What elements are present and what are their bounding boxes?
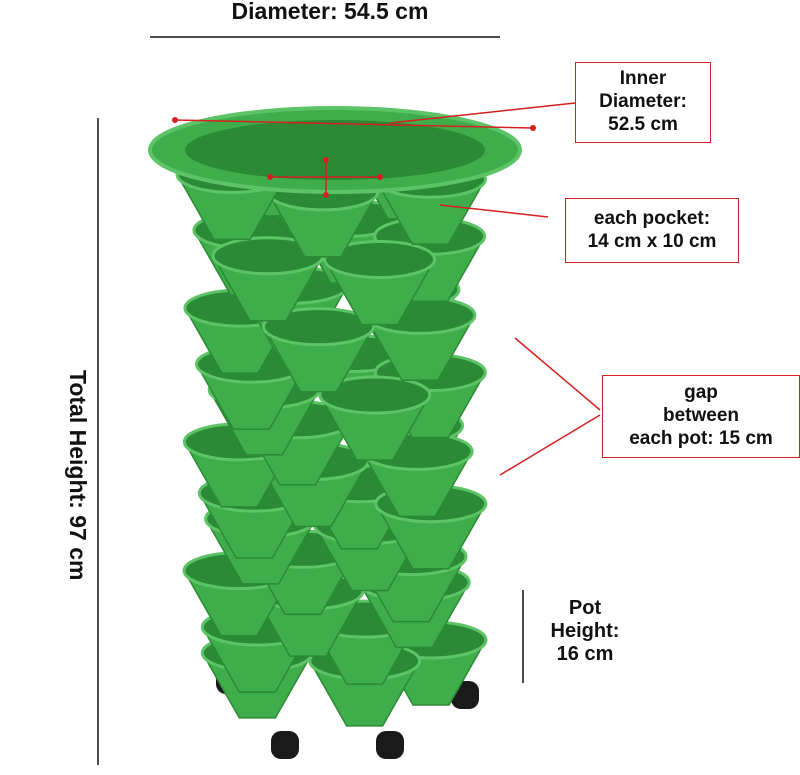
pot-height-line1: Pot <box>568 597 602 619</box>
annotation-dot <box>377 174 383 180</box>
pot-height-value: 16 cm <box>556 643 614 665</box>
pocket-opening <box>318 375 432 415</box>
annotation-dot <box>323 192 329 198</box>
pot-height-label: Pot Height: 16 cm <box>530 597 640 666</box>
inner-diameter-line1: Inner <box>619 68 667 90</box>
annotation-dot <box>323 157 329 163</box>
diameter-label: Diameter: 54.5 cm <box>231 0 429 24</box>
annotation-leader-line <box>499 414 601 476</box>
pot-height-line2: Height: <box>550 620 620 642</box>
total-height-label: Total Height: 97 cm <box>65 370 92 581</box>
pocket-opening <box>323 239 437 279</box>
annotation-dot <box>267 174 273 180</box>
gap-line1: gap <box>684 382 718 404</box>
inner-diameter-value: 52.5 cm <box>608 113 678 135</box>
gap-value: each pot: 15 cm <box>629 427 773 449</box>
gap-line2: between <box>662 405 739 427</box>
annotation-leader-line <box>514 337 601 411</box>
annotation-dot <box>172 117 178 123</box>
wheel <box>376 731 404 759</box>
annotation-leader-line <box>174 119 534 129</box>
annotation-leader-line <box>439 204 549 218</box>
pocket-line1: each pocket: <box>593 207 711 229</box>
pocket-opening <box>262 307 376 347</box>
annotation-leader-line <box>389 102 576 124</box>
top-opening <box>185 120 485 180</box>
pocket-value: 14 cm x 10 cm <box>587 230 717 252</box>
inner-diameter-line2: Diameter: <box>599 91 687 113</box>
annotation-dot <box>530 125 536 131</box>
wheel <box>271 731 299 759</box>
pocket-size-box: each pocket:14 cm x 10 cm <box>565 198 739 263</box>
